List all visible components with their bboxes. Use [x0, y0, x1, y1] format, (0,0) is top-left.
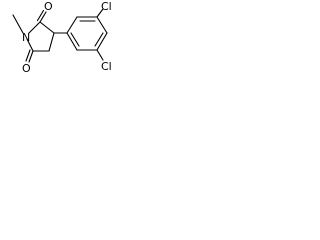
bond-ph-1 [66, 16, 78, 34]
bond-ph-inner-2 [94, 32, 104, 47]
bond-ph-3 [96, 16, 108, 34]
atom-label-cl-top: Cl [101, 0, 112, 13]
bond-ph-6 [66, 32, 78, 51]
bond-cl-top [96, 8, 104, 18]
bond-cl-bottom [96, 49, 104, 61]
bond-n-c2 [28, 21, 41, 34]
bond-c2-c3 [39, 21, 55, 34]
structure-canvas: N O O Cl Cl [0, 0, 121, 84]
bond-c5-o-a [28, 50, 34, 63]
bond-methyl [12, 14, 24, 34]
bond-c3-c4 [48, 32, 55, 52]
atom-label-o-top: O [44, 0, 53, 13]
bond-c2-o-b [36, 9, 45, 22]
bond-c5-n [26, 38, 34, 52]
atom-label-n: N [22, 31, 30, 44]
molecule-diagram: N O O Cl Cl [12, 0, 112, 75]
atom-label-o-bottom: O [22, 62, 31, 75]
bond-ph-inner-3 [70, 32, 80, 47]
bond-c5-o-b [25, 49, 31, 62]
atom-label-cl-bottom: Cl [101, 60, 112, 73]
bond-ph-4 [96, 32, 108, 51]
bond-c2-o-a [39, 11, 47, 23]
